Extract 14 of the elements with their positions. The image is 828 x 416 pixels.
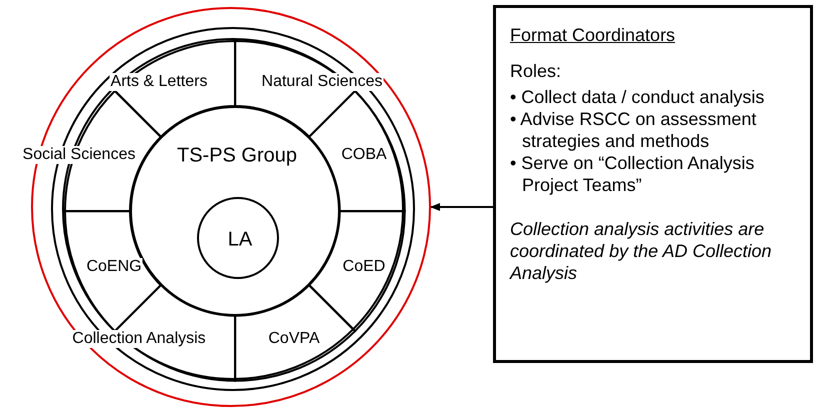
roles-heading: Roles: [510, 60, 562, 82]
arrow [430, 203, 493, 211]
segment-label: Natural Sciences [260, 73, 384, 91]
bullet-item: • Serve on “Collection Analysis Project Teams” [510, 152, 756, 196]
bullet-item: • Collect data / conduct analysis [510, 86, 766, 108]
segment-label: Social Sciences [22, 146, 136, 164]
bullet-item: • Advise RSCC on assessment strategies and methods [510, 108, 758, 152]
roles-panel [493, 5, 813, 363]
center-circle [197, 197, 279, 279]
note-text: Collection analysis activities are coordinated by the AD Collection Analysis [510, 218, 772, 284]
panel-heading: Format Coordinators [510, 24, 676, 46]
segment-label: Arts & Letters [110, 73, 208, 91]
group-label: TS-PS Group [176, 144, 298, 168]
segment-label: Collection Analysis [71, 330, 207, 348]
